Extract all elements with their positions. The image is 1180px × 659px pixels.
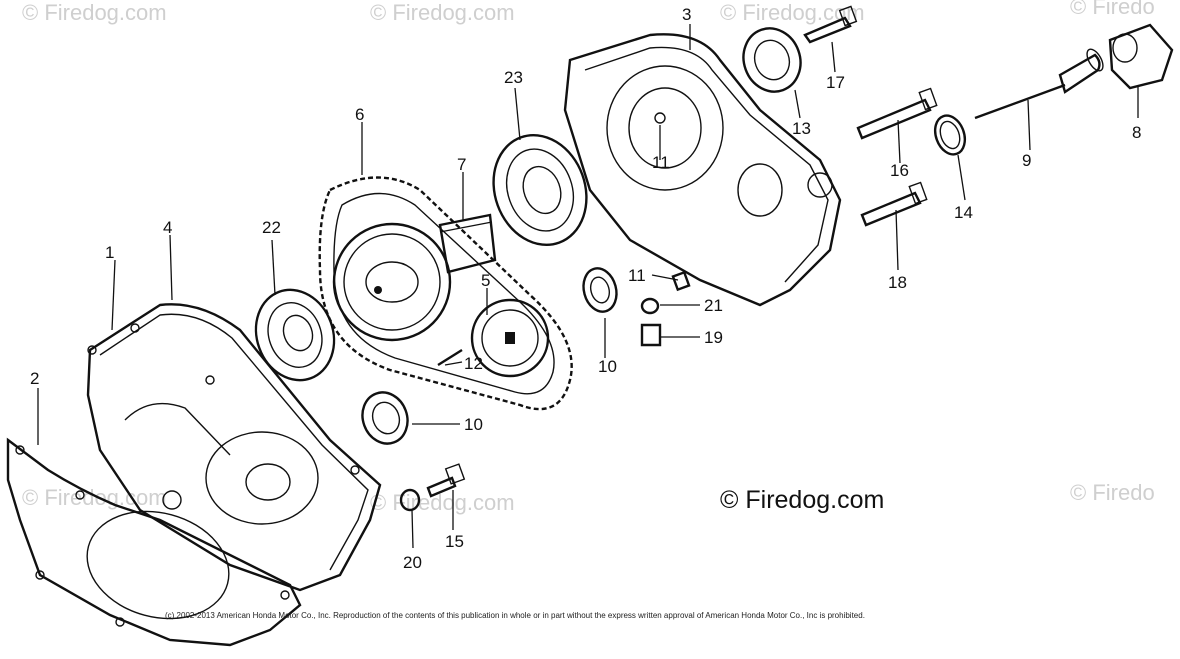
watermark: © Firedo bbox=[1070, 0, 1155, 19]
callout-22: 22 bbox=[262, 218, 281, 237]
callout-21: 21 bbox=[704, 296, 723, 315]
part-seal-left bbox=[361, 391, 409, 445]
part-gasket bbox=[6, 437, 302, 647]
part-o-ring bbox=[933, 114, 967, 156]
callout-2: 2 bbox=[30, 369, 39, 388]
callout-15: 15 bbox=[445, 532, 464, 551]
callout-8: 8 bbox=[1132, 123, 1141, 142]
callout-9: 9 bbox=[1022, 151, 1031, 170]
watermark: © Firedo bbox=[1070, 480, 1155, 505]
callout-12: 12 bbox=[464, 354, 483, 373]
watermark: © Firedog.com bbox=[370, 490, 515, 515]
callout-13: 13 bbox=[792, 119, 811, 138]
watermark: © Firedog.com bbox=[370, 0, 515, 25]
leader-lines bbox=[37, 24, 1139, 549]
callout-23: 23 bbox=[504, 68, 523, 87]
callout-7: 7 bbox=[457, 155, 466, 174]
part-small-sprocket bbox=[470, 298, 550, 378]
part-chain-sprocket bbox=[318, 176, 573, 411]
part-case bbox=[563, 33, 842, 307]
callout-14: 14 bbox=[954, 203, 973, 222]
callout-17: 17 bbox=[826, 73, 845, 92]
part-dipstick bbox=[974, 48, 1104, 120]
part-seal-top bbox=[742, 27, 802, 93]
watermark: © Firedog.com bbox=[22, 0, 167, 25]
callout-10-left: 10 bbox=[464, 415, 483, 434]
part-bearing-right bbox=[492, 133, 588, 247]
brand-label: © Firedog.com bbox=[720, 486, 884, 514]
callout-18: 18 bbox=[888, 273, 907, 292]
callout-11-lower: 11 bbox=[628, 266, 646, 285]
part-bolt-18 bbox=[860, 181, 928, 227]
callout-19: 19 bbox=[704, 328, 723, 347]
watermark: © Firedog.com bbox=[22, 485, 167, 510]
callout-4: 4 bbox=[163, 218, 172, 237]
part-bolt-16 bbox=[856, 87, 938, 140]
callout-1: 1 bbox=[105, 243, 114, 262]
part-cover bbox=[86, 303, 382, 592]
watermarks: © Firedog.com © Firedog.com © Firedog.co… bbox=[22, 0, 1155, 515]
part-bearing-left bbox=[254, 288, 336, 382]
callout-16: 16 bbox=[890, 161, 909, 180]
callout-11: 11 bbox=[652, 153, 670, 172]
part-cap bbox=[1108, 23, 1174, 90]
part-seal-right bbox=[582, 267, 618, 313]
callout-3: 3 bbox=[682, 5, 691, 24]
callout-5: 5 bbox=[481, 271, 490, 290]
copyright-notice: (c) 2002-2013 American Honda Motor Co., … bbox=[165, 611, 865, 620]
callout-20: 20 bbox=[403, 553, 422, 572]
callouts: 1 2 3 4 5 6 7 8 9 10 10 11 11 12 13 14 1… bbox=[30, 5, 1141, 572]
part-bolt-17 bbox=[803, 5, 858, 44]
part-shaft bbox=[438, 213, 497, 274]
callout-10: 10 bbox=[598, 357, 617, 376]
callout-6: 6 bbox=[355, 105, 364, 124]
part-small-hardware bbox=[399, 270, 691, 512]
